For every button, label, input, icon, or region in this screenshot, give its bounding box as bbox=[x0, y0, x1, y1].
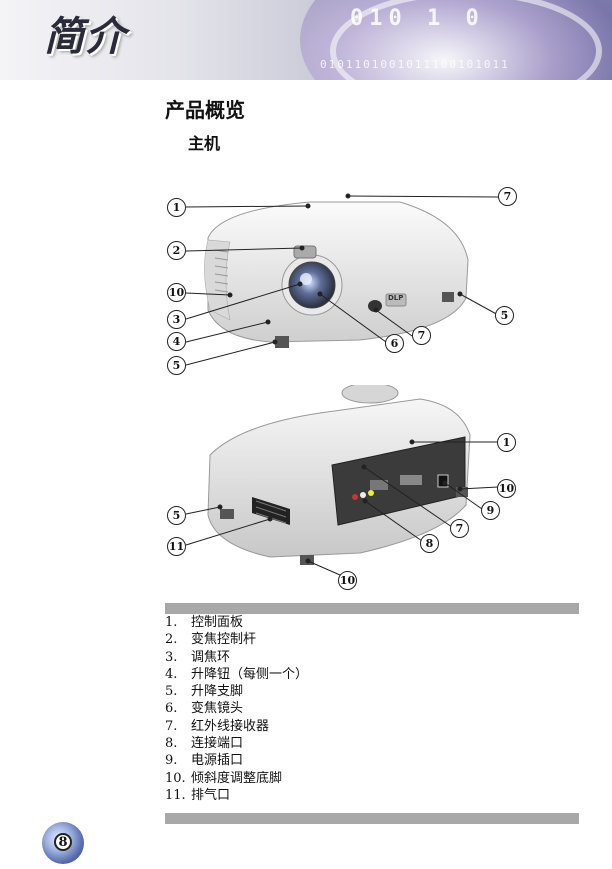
item-number: 9. bbox=[165, 753, 178, 769]
list-item: 2. 变焦控制杆 bbox=[165, 631, 308, 648]
dlp-badge: DLP bbox=[388, 294, 404, 302]
callout-1-front: 1 bbox=[167, 198, 186, 217]
item-number: 6. bbox=[165, 701, 178, 717]
header-banner: 010 1 0 0101101001011100101011 简介 bbox=[0, 0, 612, 80]
callout-3-front: 3 bbox=[167, 310, 186, 329]
item-number: 2. bbox=[165, 632, 178, 648]
section-subtitle: 主机 bbox=[188, 134, 221, 153]
section-title: 产品概览 bbox=[165, 98, 245, 122]
item-number: 7. bbox=[165, 718, 178, 734]
list-item: 4. 升降钮（每侧一个） bbox=[165, 666, 308, 683]
item-label: 调焦环 bbox=[191, 649, 231, 665]
item-label: 电源插口 bbox=[191, 753, 244, 769]
callout-2-front: 2 bbox=[167, 241, 186, 260]
projector-rear-illustration bbox=[185, 385, 499, 576]
chapter-title: 简介 bbox=[44, 14, 126, 60]
item-number: 3. bbox=[165, 649, 178, 665]
callout-7-rear: 7 bbox=[450, 519, 469, 538]
list-bottom-bar bbox=[165, 813, 579, 824]
item-number: 10. bbox=[165, 770, 186, 786]
projector-front-illustration bbox=[185, 193, 501, 366]
item-label: 连接端口 bbox=[191, 736, 244, 752]
callout-5-front-left: 5 bbox=[167, 356, 186, 375]
item-label: 变焦控制杆 bbox=[191, 632, 257, 648]
list-item: 5. 升降支脚 bbox=[165, 683, 308, 700]
list-top-bar bbox=[165, 603, 579, 614]
header-binary-decoration: 010 1 0 bbox=[350, 6, 485, 31]
list-item: 10. 倾斜度调整底脚 bbox=[165, 770, 308, 787]
list-item: 7. 红外线接收器 bbox=[165, 718, 308, 735]
callout-4-front: 4 bbox=[167, 332, 186, 351]
callout-5-rear: 5 bbox=[167, 506, 186, 525]
item-number: 4. bbox=[165, 666, 178, 682]
item-number: 5. bbox=[165, 684, 178, 700]
item-label: 控制面板 bbox=[191, 615, 244, 630]
callout-7-front-top: 7 bbox=[498, 187, 517, 206]
projector-front-view: 1 2 10 3 4 5 7 5 6 7 DLP bbox=[160, 180, 530, 380]
list-item: 6. 变焦镜头 bbox=[165, 700, 308, 717]
item-label: 排气口 bbox=[191, 787, 231, 803]
item-label: 变焦镜头 bbox=[191, 701, 244, 717]
callout-8-rear: 8 bbox=[420, 534, 439, 553]
header-ring-decoration bbox=[330, 0, 602, 80]
callout-7-front: 7 bbox=[412, 326, 431, 345]
list-item: 9. 电源插口 bbox=[165, 752, 308, 769]
item-number: 11. bbox=[165, 787, 186, 803]
list-item: 3. 调焦环 bbox=[165, 649, 308, 666]
callout-10-rear-right: 10 bbox=[497, 479, 516, 498]
item-label: 升降支脚 bbox=[191, 684, 244, 700]
parts-list: 1.控制面板 2.变焦控制杆 3.调焦环 4.升降钮（每侧一个） 5.升降支脚 … bbox=[165, 614, 308, 804]
item-label: 升降钮（每侧一个） bbox=[191, 666, 309, 682]
list-item: 8. 连接端口 bbox=[165, 735, 308, 752]
item-label: 红外线接收器 bbox=[191, 718, 270, 734]
callout-10-rear-bottom: 10 bbox=[338, 571, 357, 590]
page-number: 8 bbox=[54, 833, 72, 851]
list-item: 1. 控制面板 bbox=[165, 614, 308, 631]
callout-11-rear: 11 bbox=[167, 537, 186, 556]
item-label: 倾斜度调整底脚 bbox=[191, 770, 283, 786]
item-number: 8. bbox=[165, 736, 178, 752]
page-number-badge: 8 bbox=[42, 822, 84, 864]
header-binary-strip: 0101101001011100101011 bbox=[320, 58, 510, 71]
callout-9-rear: 9 bbox=[481, 501, 500, 520]
callout-5-front-right: 5 bbox=[495, 306, 514, 325]
list-item: 11. 排气口 bbox=[165, 787, 308, 804]
callout-1-rear: 1 bbox=[497, 433, 516, 452]
item-number: 1. bbox=[165, 615, 178, 630]
callout-10-front: 10 bbox=[167, 283, 186, 302]
callout-6-front: 6 bbox=[385, 334, 404, 353]
projector-rear-view: 1 10 9 7 8 5 11 10 bbox=[160, 385, 530, 600]
